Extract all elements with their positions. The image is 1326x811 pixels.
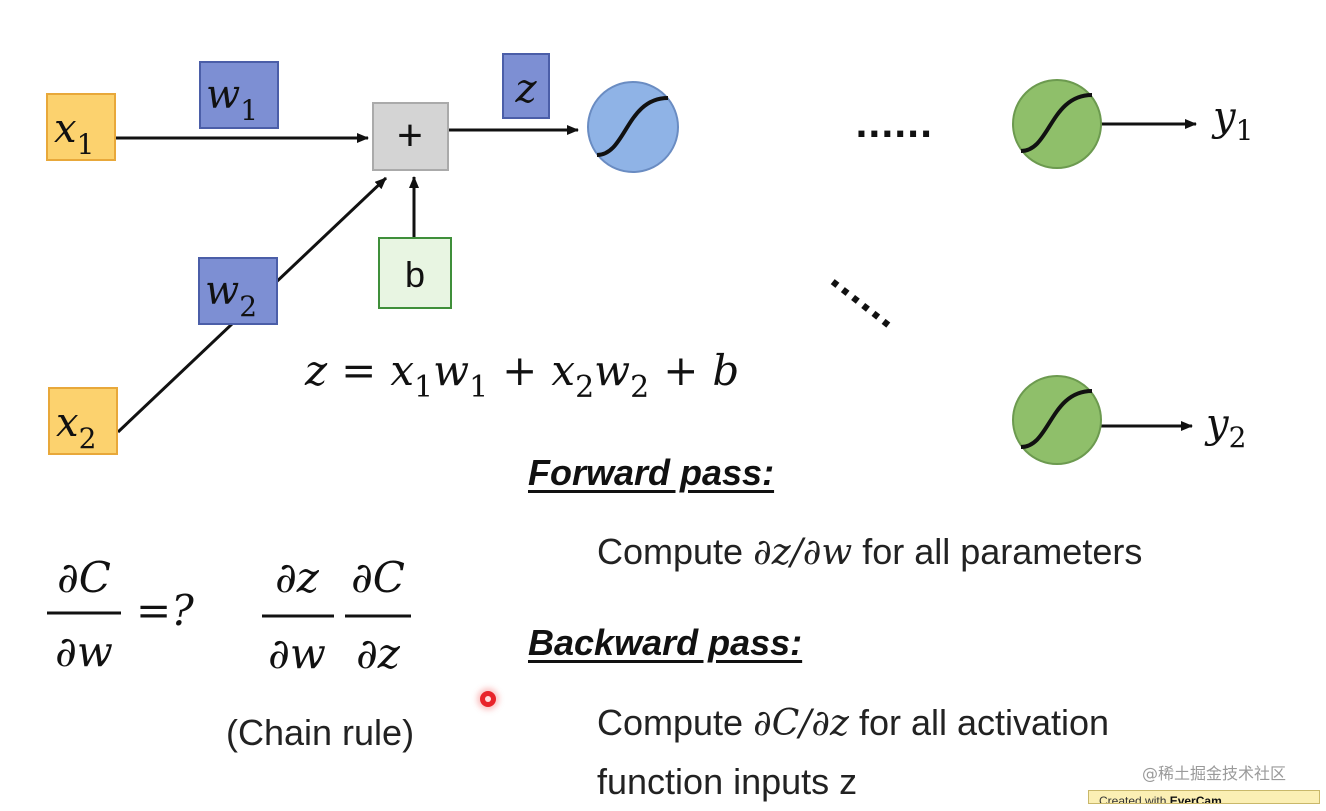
chain-rule-label: (Chain rule): [226, 712, 415, 753]
eq-b: b: [712, 346, 739, 395]
z-equation: z=x1w1+x2w2+b: [304, 346, 739, 405]
eq-equals: =: [341, 346, 376, 395]
backward-math: ∂C/∂z: [753, 703, 849, 744]
backward-pre: Compute: [597, 702, 754, 743]
z-label-box: z: [502, 53, 550, 119]
backward-pass-heading: Backward pass:: [528, 622, 803, 663]
weight-w1-base: w: [206, 72, 240, 118]
evercam-badge: Created with EverCam: [1088, 790, 1320, 804]
output-y2: y2: [1204, 401, 1246, 454]
sigmoid-icon: [1020, 389, 1093, 449]
input-x1-subscript: 1: [77, 128, 95, 161]
lhs-denominator: ∂w: [55, 627, 113, 676]
output-y1-base: y: [1211, 94, 1237, 140]
output-y1-subscript: 1: [1236, 114, 1254, 147]
weight-w2: w2: [198, 257, 278, 325]
output-y1: y1: [1211, 94, 1253, 147]
weight-w2-subscript: 2: [239, 290, 257, 323]
weight-w2-base: w: [205, 268, 239, 314]
factor1-numerator: ∂z: [275, 553, 320, 602]
eq-w1: w: [433, 346, 469, 395]
forward-pass-text: Compute ∂z/∂w for all parameters: [597, 523, 1142, 582]
badge-pre: Created with: [1099, 794, 1170, 804]
input-x1-base: x: [54, 106, 77, 152]
svg-text:w1: w1: [206, 72, 258, 127]
eq-x1: x: [390, 346, 414, 395]
eq-w1-sub: 1: [469, 370, 488, 405]
backward-post: for all activation: [848, 702, 1110, 743]
eq-x1-sub: 1: [414, 370, 433, 405]
svg-text:x2: x2: [56, 400, 96, 455]
badge-brand: EverCam: [1169, 794, 1222, 804]
eq-w2-sub: 2: [630, 370, 649, 405]
backward-line2: function inputs z: [597, 761, 858, 802]
input-x2: x2: [48, 387, 118, 455]
factor1-denominator: ∂w: [268, 629, 326, 678]
watermark: @稀土掘金技术社区: [1142, 764, 1287, 783]
ellipsis-diagonal: ......: [822, 258, 908, 337]
bias-label: b: [405, 254, 425, 295]
sigmoid-icon: [596, 96, 669, 157]
eq-plus-2: +: [663, 346, 698, 395]
laser-pointer-dot: [480, 691, 496, 707]
lhs-numerator: ∂C: [57, 553, 111, 602]
activation-neuron-blue: [587, 81, 679, 173]
input-x2-base: x: [56, 400, 79, 446]
z-label: z: [514, 66, 537, 112]
equals-question: =?: [136, 586, 194, 635]
forward-post: for all parameters: [852, 531, 1143, 572]
output-y2-base: y: [1204, 401, 1230, 447]
backward-pass-text: Compute ∂C/∂z for all activation function…: [597, 694, 1109, 811]
ellipsis-top: ......: [855, 106, 933, 146]
eq-plus-1: +: [502, 346, 537, 395]
derivative-expression: ∂C ∂w =? ∂z ∂w ∂C ∂z: [47, 553, 411, 678]
forward-pass-heading: Forward pass:: [528, 452, 775, 493]
weight-w1-subscript: 1: [240, 94, 258, 127]
svg-text:x1: x1: [54, 106, 94, 161]
forward-pre: Compute: [597, 531, 754, 572]
factor2-denominator: ∂z: [356, 629, 401, 678]
sigmoid-icon: [1020, 93, 1093, 153]
activation-neuron-green-2: [1012, 375, 1102, 465]
sum-node: +: [372, 102, 449, 171]
forward-math: ∂z/∂w: [753, 532, 853, 573]
factor2-numerator: ∂C: [351, 553, 405, 602]
sum-symbol: +: [397, 111, 423, 160]
input-x2-subscript: 2: [79, 422, 97, 455]
output-y2-subscript: 2: [1229, 421, 1247, 454]
eq-x2-sub: 2: [575, 370, 594, 405]
eq-w2: w: [594, 346, 630, 395]
svg-text:w2: w2: [205, 268, 257, 323]
activation-neuron-green-1: [1012, 79, 1102, 169]
input-x1: x1: [46, 93, 116, 161]
weight-w1: w1: [199, 61, 279, 129]
eq-z: z: [304, 346, 328, 395]
eq-x2: x: [551, 346, 575, 395]
bias-box: b: [378, 237, 452, 309]
